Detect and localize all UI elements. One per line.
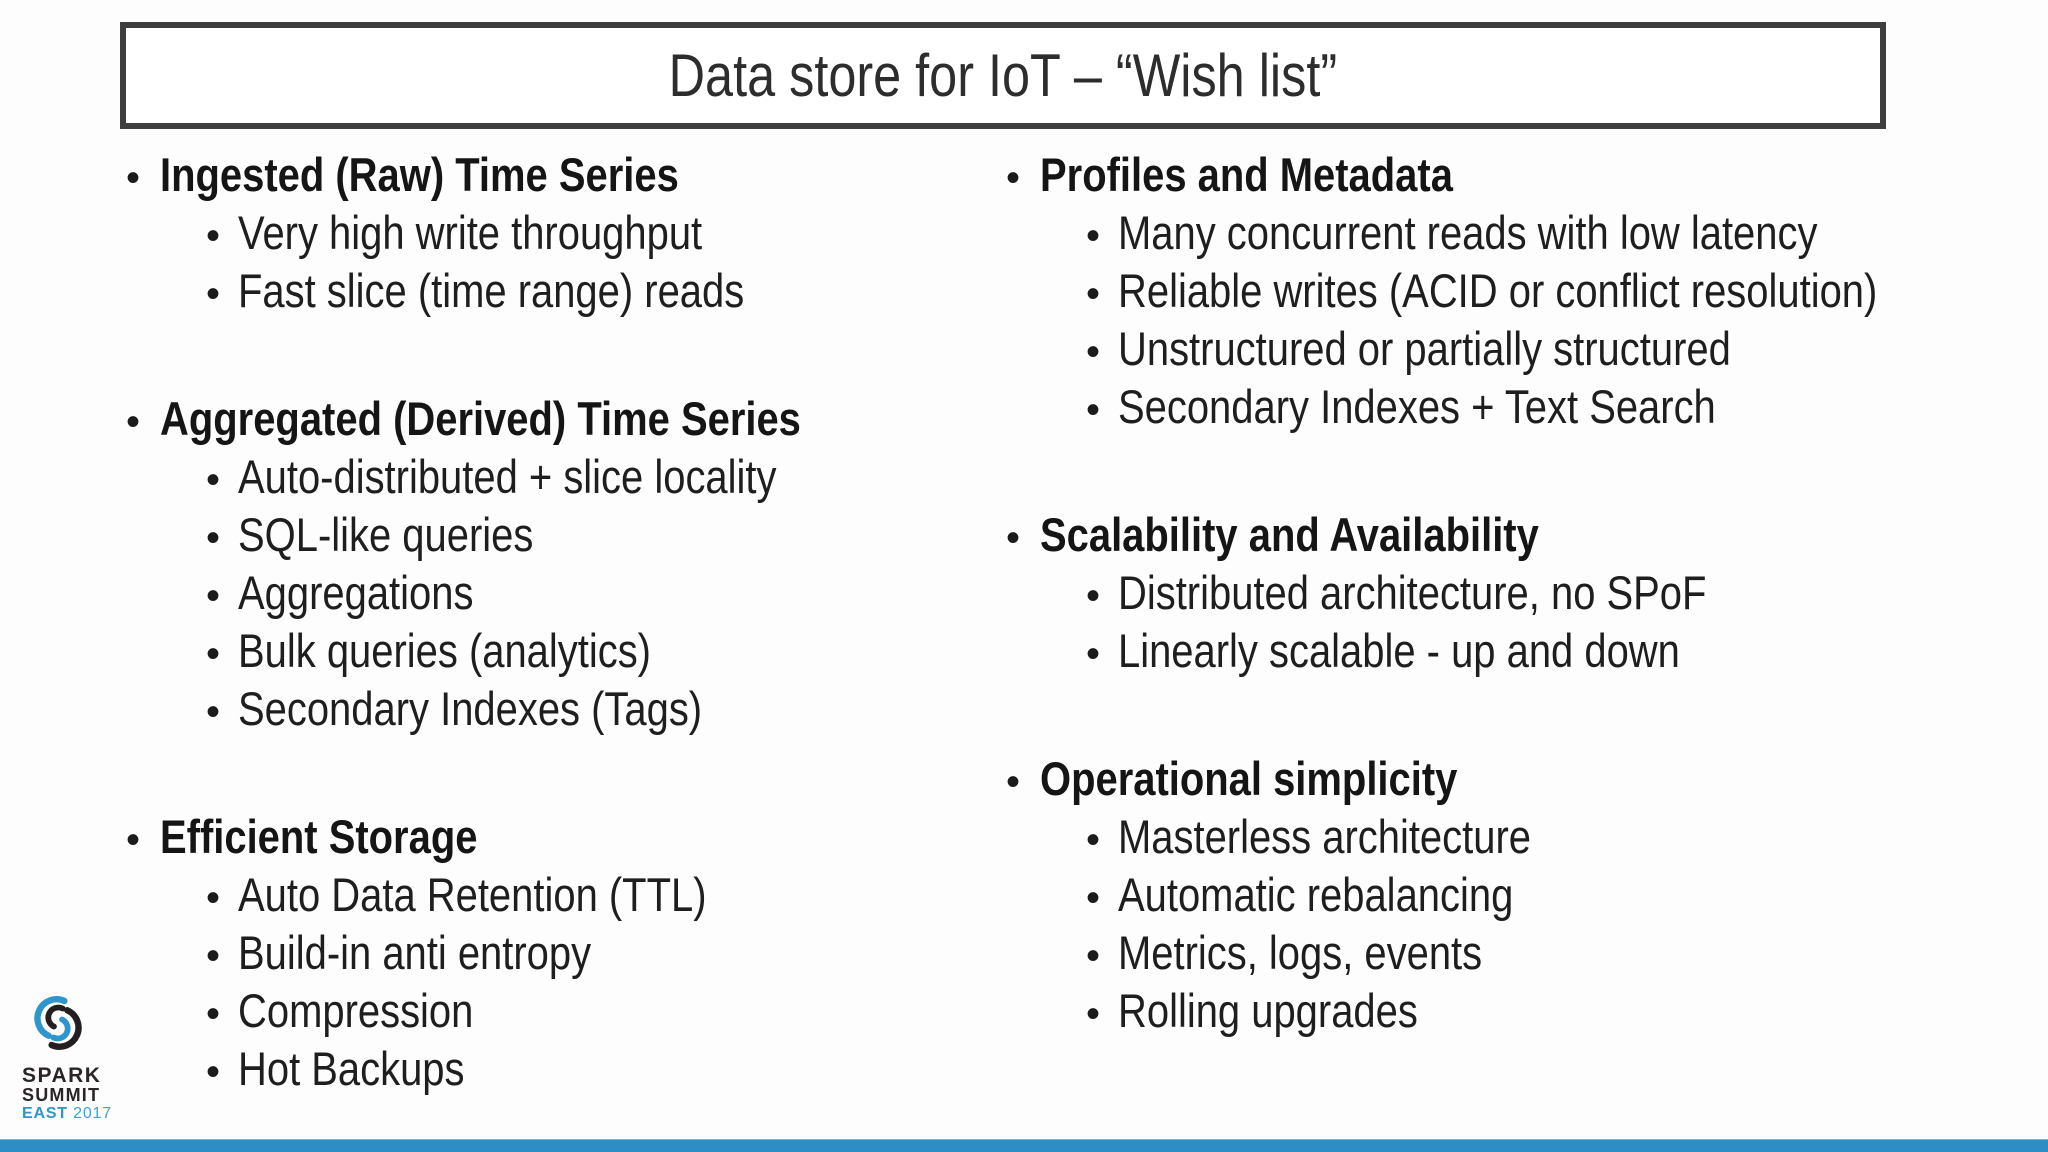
bullet-item-label: Masterless architecture — [1118, 810, 1531, 863]
section-heading: • Scalability and Availability — [1000, 506, 2048, 564]
section-scalability-and-availability: • Scalability and Availability • Distrib… — [1000, 506, 2048, 680]
bullet-item: • Unstructured or partially structured — [1078, 320, 2048, 378]
bullet-item: • Metrics, logs, events — [1078, 924, 2048, 982]
section-heading-label: Operational simplicity — [1040, 752, 1458, 805]
bullet-item-label: Linearly scalable - up and down — [1118, 624, 1680, 677]
bullet-item-label: Bulk queries (analytics) — [238, 624, 651, 677]
bullet-item: • Masterless architecture — [1078, 808, 2048, 866]
bullet-icon: • — [1006, 156, 1021, 200]
spark-swirl-icon — [34, 996, 82, 1050]
logo-text-summit: SUMMIT — [22, 1085, 101, 1105]
bullet-icon: • — [1006, 760, 1021, 804]
bullet-item-label: Aggregations — [238, 566, 474, 619]
bullet-item: • Compression — [198, 982, 1000, 1040]
bullet-item: • Automatic rebalancing — [1078, 866, 2048, 924]
bullet-icon: • — [206, 876, 221, 920]
bullet-item-label: Secondary Indexes (Tags) — [238, 682, 703, 735]
bullet-item-label: Compression — [238, 984, 474, 1037]
bullet-item-label: Many concurrent reads with low latency — [1118, 206, 1818, 259]
bullet-item-label: SQL-like queries — [238, 508, 534, 561]
bullet-item: • Aggregations — [198, 564, 1000, 622]
bullet-icon: • — [206, 516, 221, 560]
bullet-icon: • — [126, 400, 141, 444]
bullet-item: • Linearly scalable - up and down — [1078, 622, 2048, 680]
bullet-icon: • — [206, 934, 221, 978]
bullet-item-label: Unstructured or partially structured — [1118, 322, 1731, 375]
column-left: • Ingested (Raw) Time Series • Very high… — [120, 146, 1000, 1098]
bullet-item-label: Very high write throughput — [238, 206, 703, 259]
section-heading: • Profiles and Metadata — [1000, 146, 2048, 204]
section-aggregated-derived-time-series: • Aggregated (Derived) Time Series • Aut… — [120, 390, 1000, 738]
bullet-item-label: Secondary Indexes + Text Search — [1118, 380, 1716, 433]
bullet-item: • Fast slice (time range) reads — [198, 262, 1000, 320]
bullet-icon: • — [206, 690, 221, 734]
logo-text-spark: SPARK — [22, 1064, 102, 1087]
section-heading-label: Aggregated (Derived) Time Series — [160, 392, 801, 445]
logo-text-east-2017: EAST 2017 — [22, 1105, 152, 1123]
bullet-item: • SQL-like queries — [198, 506, 1000, 564]
bullet-item-label: Reliable writes (ACID or conflict resolu… — [1118, 264, 1878, 317]
bullet-item: • Rolling upgrades — [1078, 982, 2048, 1040]
bullet-item: • Bulk queries (analytics) — [198, 622, 1000, 680]
bullet-item: • Many concurrent reads with low latency — [1078, 204, 2048, 262]
bullet-icon: • — [1086, 330, 1101, 374]
bullet-item-label: Hot Backups — [238, 1042, 465, 1095]
bullet-item: • Secondary Indexes + Text Search — [1078, 378, 2048, 436]
bullet-item: • Auto Data Retention (TTL) — [198, 866, 1000, 924]
section-heading: • Operational simplicity — [1000, 750, 2048, 808]
bullet-item-label: Build-in anti entropy — [238, 926, 592, 979]
section-heading-label: Profiles and Metadata — [1040, 148, 1453, 201]
bullet-item-label: Automatic rebalancing — [1118, 868, 1514, 921]
section-heading: • Efficient Storage — [120, 808, 1000, 866]
spark-summit-logo: SPARK SUMMIT EAST 2017 — [22, 985, 152, 1123]
bullet-icon: • — [206, 458, 221, 502]
bullet-icon: • — [206, 272, 221, 316]
bullet-item-label: Metrics, logs, events — [1118, 926, 1483, 979]
bullet-item-label: Auto-distributed + slice locality — [238, 450, 777, 503]
bullet-item: • Auto-distributed + slice locality — [198, 448, 1000, 506]
bullet-item: • Hot Backups — [198, 1040, 1000, 1098]
section-heading-label: Scalability and Availability — [1040, 508, 1539, 561]
section-heading-label: Ingested (Raw) Time Series — [160, 148, 679, 201]
section-heading: • Aggregated (Derived) Time Series — [120, 390, 1000, 448]
bullet-icon: • — [1006, 516, 1021, 560]
footer-accent-bar — [0, 1139, 2048, 1152]
bullet-icon: • — [126, 818, 141, 862]
section-operational-simplicity: • Operational simplicity • Masterless ar… — [1000, 750, 2048, 1040]
bullet-icon: • — [206, 632, 221, 676]
column-right: • Profiles and Metadata • Many concurren… — [1000, 146, 2048, 1040]
section-heading: • Ingested (Raw) Time Series — [120, 146, 1000, 204]
section-heading-label: Efficient Storage — [160, 810, 478, 863]
bullet-icon: • — [1086, 934, 1101, 978]
bullet-item-label: Auto Data Retention (TTL) — [238, 868, 707, 921]
bullet-icon: • — [126, 156, 141, 200]
bullet-icon: • — [206, 214, 221, 258]
bullet-icon: • — [1086, 992, 1101, 1036]
section-ingested-raw-time-series: • Ingested (Raw) Time Series • Very high… — [120, 146, 1000, 320]
bullet-item: • Secondary Indexes (Tags) — [198, 680, 1000, 738]
bullet-item: • Very high write throughput — [198, 204, 1000, 262]
bullet-icon: • — [1086, 876, 1101, 920]
bullet-icon: • — [1086, 632, 1101, 676]
slide-title: Data store for IoT – “Wish list” — [668, 42, 1338, 109]
bullet-icon: • — [1086, 818, 1101, 862]
bullet-item-label: Distributed architecture, no SPoF — [1118, 566, 1707, 619]
title-box: Data store for IoT – “Wish list” — [120, 22, 1886, 129]
bullet-item: • Distributed architecture, no SPoF — [1078, 564, 2048, 622]
section-efficient-storage: • Efficient Storage • Auto Data Retentio… — [120, 808, 1000, 1098]
bullet-icon: • — [1086, 214, 1101, 258]
bullet-item: • Build-in anti entropy — [198, 924, 1000, 982]
logo-text-east: EAST — [22, 1105, 68, 1122]
bullet-icon: • — [206, 992, 221, 1036]
bullet-icon: • — [1086, 574, 1101, 618]
bullet-item-label: Fast slice (time range) reads — [238, 264, 745, 317]
logo-text-year: 2017 — [73, 1105, 112, 1122]
bullet-icon: • — [1086, 388, 1101, 432]
section-profiles-and-metadata: • Profiles and Metadata • Many concurren… — [1000, 146, 2048, 436]
bullet-icon: • — [1086, 272, 1101, 316]
bullet-item: • Reliable writes (ACID or conflict reso… — [1078, 262, 2048, 320]
bullet-icon: • — [206, 1050, 221, 1094]
bullet-item-label: Rolling upgrades — [1118, 984, 1418, 1037]
bullet-icon: • — [206, 574, 221, 618]
